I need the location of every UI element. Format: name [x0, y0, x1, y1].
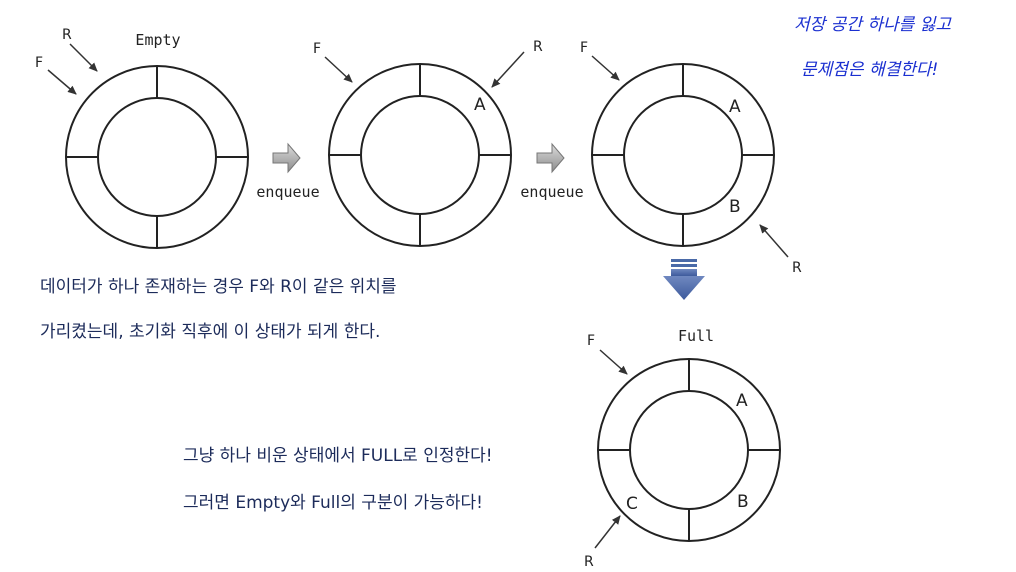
operation-label: enqueue: [256, 183, 319, 201]
front-marker: F: [313, 41, 321, 57]
handwritten-note-line1: 저장 공간 하나를 잃고: [794, 15, 951, 35]
queue-title-empty: Empty: [135, 31, 180, 49]
rear-marker: R: [792, 260, 802, 276]
rear-pointer-arrow: [594, 515, 621, 549]
front-marker: F: [580, 40, 588, 56]
operation-label: enqueue: [520, 183, 583, 201]
front-marker: F: [35, 55, 43, 71]
rear-marker: R: [62, 27, 72, 43]
slot-label: A: [474, 95, 486, 115]
full-rule-line1: 그냥 하나 비운 상태에서 FULL로 인정한다!: [183, 446, 493, 466]
queue-ring-one-item: [328, 63, 512, 247]
front-pointer-arrow: [591, 55, 620, 81]
queue-ring-two-items: [591, 63, 775, 247]
slot-label: A: [736, 391, 748, 411]
front-marker: F: [587, 333, 595, 349]
slot-label: B: [729, 197, 741, 217]
rear-pointer-arrow: [69, 43, 98, 72]
right-arrow-icon: [272, 142, 301, 174]
rear-marker: R: [584, 554, 594, 570]
rear-pointer-arrow: [759, 224, 789, 258]
full-rule-line2: 그러면 Empty와 Full의 구분이 가능하다!: [183, 493, 483, 513]
front-pointer-arrow: [599, 349, 628, 375]
down-arrow-icon: [663, 259, 705, 300]
slot-label: C: [626, 494, 638, 514]
rear-marker: R: [533, 39, 543, 55]
slot-label: A: [729, 97, 741, 117]
front-pointer-arrow: [324, 56, 353, 83]
explanation-line2: 가리켰는데, 초기화 직후에 이 상태가 되게 한다.: [40, 322, 381, 342]
queue-ring-empty: [65, 65, 249, 249]
slot-label: B: [737, 492, 749, 512]
front-pointer-arrow: [47, 69, 77, 95]
rear-pointer-arrow: [491, 51, 525, 88]
queue-title-full: Full: [678, 327, 714, 345]
explanation-line1: 데이터가 하나 존재하는 경우 F와 R이 같은 위치를: [40, 277, 397, 297]
queue-ring-full: [597, 358, 781, 542]
handwritten-note-line2: 문제점은 해결한다!: [801, 60, 939, 80]
right-arrow-icon: [536, 142, 565, 174]
